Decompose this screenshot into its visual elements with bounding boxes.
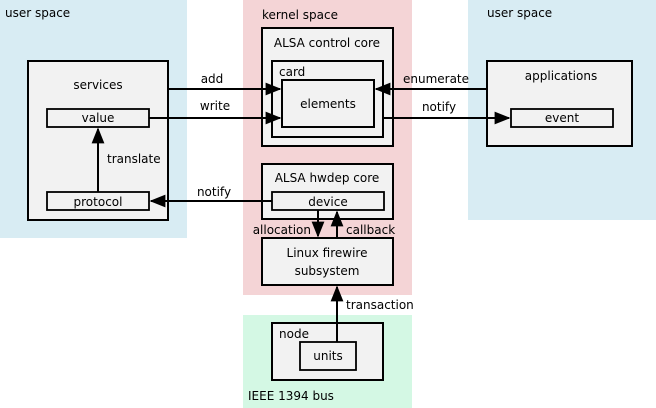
- card-label: card: [279, 65, 305, 79]
- units-box: [299, 341, 357, 371]
- notify-protocol-label: notify: [197, 185, 231, 199]
- firewire-label-line2: subsystem: [295, 264, 360, 278]
- kernel-space-label: kernel space: [262, 8, 338, 22]
- bus-label: IEEE 1394 bus: [248, 389, 334, 403]
- hwdep-core-label: ALSA hwdep core: [275, 171, 380, 185]
- notify-app-label: notify: [422, 100, 456, 114]
- event-label: event: [545, 111, 579, 125]
- control-core-label: ALSA control core: [274, 36, 380, 50]
- node-label: node: [279, 327, 309, 341]
- event-box: [510, 108, 614, 128]
- translate-label: translate: [107, 152, 161, 166]
- allocation-label: allocation: [253, 223, 311, 237]
- transaction-label: transaction: [346, 298, 414, 312]
- enumerate-label: enumerate: [403, 72, 469, 86]
- value-label: value: [82, 111, 115, 125]
- applications-box: [486, 60, 633, 147]
- user-space-right-label: user space: [487, 6, 552, 20]
- add-label: add: [201, 72, 224, 86]
- units-label: units: [313, 349, 343, 363]
- services-label: services: [73, 78, 122, 92]
- firewire-label-line1: Linux firewire: [287, 246, 368, 260]
- firewire-subsystem-box: [261, 237, 394, 286]
- elements-label: elements: [300, 97, 356, 111]
- protocol-label: protocol: [74, 195, 123, 209]
- applications-label: applications: [525, 69, 597, 83]
- write-label: write: [200, 99, 230, 113]
- elements-box: [281, 79, 375, 128]
- callback-label: callback: [346, 223, 395, 237]
- device-label: device: [308, 195, 347, 209]
- user-space-left-label: user space: [5, 6, 70, 20]
